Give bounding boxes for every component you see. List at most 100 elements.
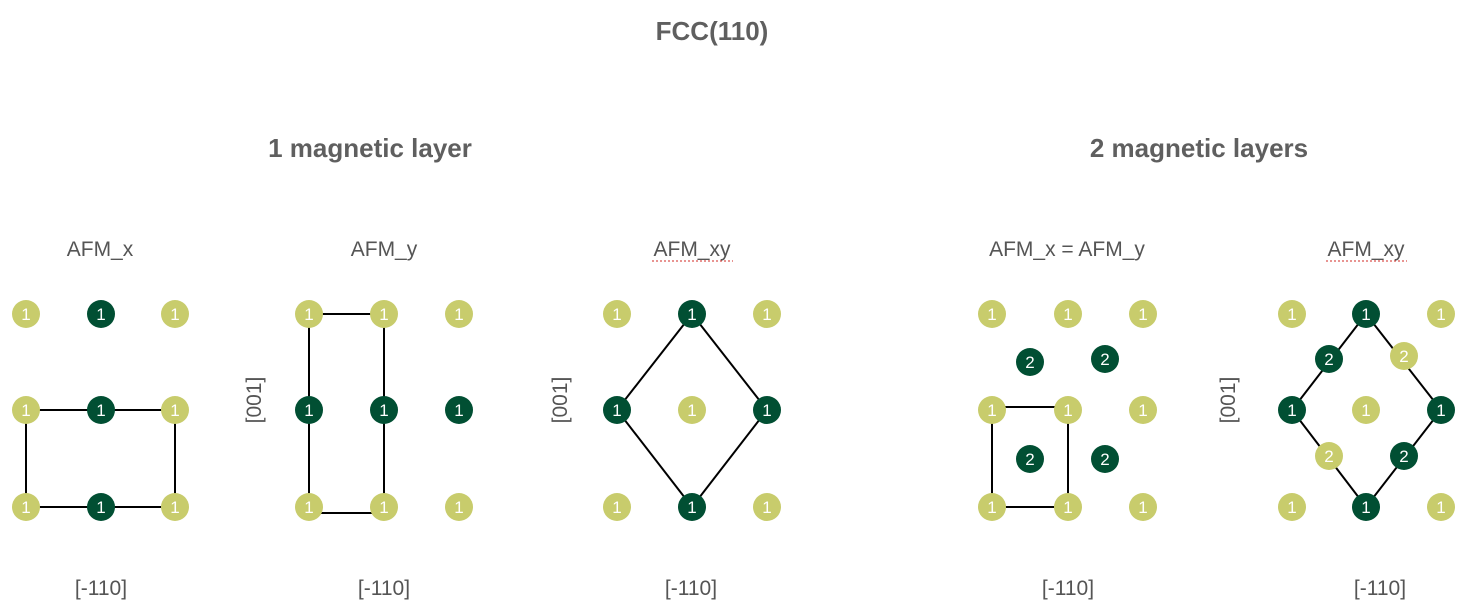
atom-light: 1 — [1129, 300, 1157, 328]
atom-circle — [445, 300, 473, 328]
atom-dark: 1 — [87, 396, 115, 424]
atom-circle — [1054, 396, 1082, 424]
atom-layer-number: 1 — [1063, 498, 1072, 517]
atom-circle — [1390, 342, 1418, 370]
atom-layer-number: 1 — [21, 498, 30, 517]
atom-circle — [1016, 445, 1044, 473]
atom-circle — [1390, 442, 1418, 470]
atom-light: 1 — [445, 300, 473, 328]
atom-circle — [1091, 345, 1119, 373]
atom-layer-number: 1 — [96, 401, 105, 420]
atom-circle — [12, 396, 40, 424]
atom-circle — [1427, 396, 1455, 424]
atom-light: 1 — [603, 493, 631, 521]
atom-dark: 1 — [1278, 396, 1306, 424]
atom-layer-number: 1 — [687, 498, 696, 517]
atom-layer-number: 1 — [1361, 498, 1370, 517]
atom-layer-number: 1 — [612, 305, 621, 324]
atom-light: 1 — [753, 300, 781, 328]
atom-light: 1 — [295, 300, 323, 328]
atom-circle — [678, 300, 706, 328]
atom-light: 2 — [1315, 442, 1343, 470]
atom-layer-number: 1 — [612, 498, 621, 517]
atom-dark: 1 — [445, 396, 473, 424]
atom-layer-number: 1 — [1361, 401, 1370, 420]
atom-layer-number: 1 — [1436, 305, 1445, 324]
atom-layer-number: 2 — [1025, 353, 1034, 372]
atom-layer-number: 1 — [987, 401, 996, 420]
atom-layer-number: 1 — [1436, 401, 1445, 420]
atom-layer-number: 2 — [1399, 347, 1408, 366]
atom-circle — [1054, 493, 1082, 521]
atom-dark: 2 — [1016, 445, 1044, 473]
atom-light: 1 — [753, 493, 781, 521]
atom-layer-number: 1 — [170, 305, 179, 324]
atom-circle — [678, 493, 706, 521]
atom-circle — [295, 493, 323, 521]
atom-circle — [978, 396, 1006, 424]
atom-circle — [87, 493, 115, 521]
atom-circle — [1427, 493, 1455, 521]
bond-line — [616, 313, 693, 411]
atom-circle — [1315, 345, 1343, 373]
atom-layer-number: 1 — [1063, 305, 1072, 324]
atom-circle — [161, 396, 189, 424]
atom-dark: 1 — [603, 396, 631, 424]
atom-layer-number: 1 — [304, 498, 313, 517]
panel-label-afm-xy-1: AFM_xy — [653, 238, 731, 261]
atom-circle — [295, 300, 323, 328]
atom-circle — [603, 300, 631, 328]
atom-light: 1 — [603, 300, 631, 328]
atom-layer-number: 1 — [762, 401, 771, 420]
atom-layer-number: 1 — [1287, 305, 1296, 324]
atom-circle — [978, 300, 1006, 328]
atom-circle — [370, 396, 398, 424]
atom-light: 1 — [978, 493, 1006, 521]
atom-layer-number: 1 — [170, 498, 179, 517]
atom-dark: 1 — [753, 396, 781, 424]
atom-dark: 2 — [1315, 345, 1343, 373]
xaxis-label-panel-5: [-110] — [1354, 577, 1406, 600]
atom-circle — [978, 493, 1006, 521]
atom-light: 1 — [370, 493, 398, 521]
atom-layer-number: 1 — [987, 305, 996, 324]
atom-layer-number: 1 — [762, 498, 771, 517]
atom-circle — [753, 493, 781, 521]
xaxis-label-panel-4: [-110] — [1042, 577, 1094, 600]
panel-label-afm-x: AFM_x — [67, 238, 134, 261]
atom-circle — [1129, 493, 1157, 521]
atom-light: 1 — [12, 300, 40, 328]
atom-dark: 1 — [370, 396, 398, 424]
atom-layer-number: 1 — [687, 305, 696, 324]
atom-layer-number: 1 — [987, 498, 996, 517]
atom-layer-number: 1 — [96, 305, 105, 324]
yaxis-label-panel-5: [001] — [1217, 377, 1240, 424]
atom-layer-number: 1 — [687, 401, 696, 420]
atom-circle — [753, 300, 781, 328]
atom-dark: 2 — [1390, 442, 1418, 470]
atom-circle — [1352, 493, 1380, 521]
atom-layer-number: 1 — [454, 498, 463, 517]
atom-circle — [1352, 396, 1380, 424]
atom-dark: 2 — [1091, 345, 1119, 373]
atom-light: 1 — [1278, 493, 1306, 521]
atom-light: 1 — [161, 493, 189, 521]
xaxis-label-panel-2: [-110] — [358, 577, 410, 600]
atom-dark: 1 — [1352, 300, 1380, 328]
atom-light: 1 — [978, 396, 1006, 424]
atom-layer-number: 1 — [379, 498, 388, 517]
atom-layer-number: 1 — [304, 401, 313, 420]
atom-layer-number: 1 — [1361, 305, 1370, 324]
atom-light: 1 — [1278, 300, 1306, 328]
atom-layer-number: 1 — [1138, 498, 1147, 517]
atom-circle — [603, 493, 631, 521]
atom-layer-number: 1 — [1138, 401, 1147, 420]
atom-layer-number: 1 — [379, 305, 388, 324]
atom-circle — [161, 300, 189, 328]
atom-circle — [603, 396, 631, 424]
atom-layer-number: 2 — [1324, 350, 1333, 369]
atom-circle — [1278, 396, 1306, 424]
atom-light: 1 — [1427, 493, 1455, 521]
